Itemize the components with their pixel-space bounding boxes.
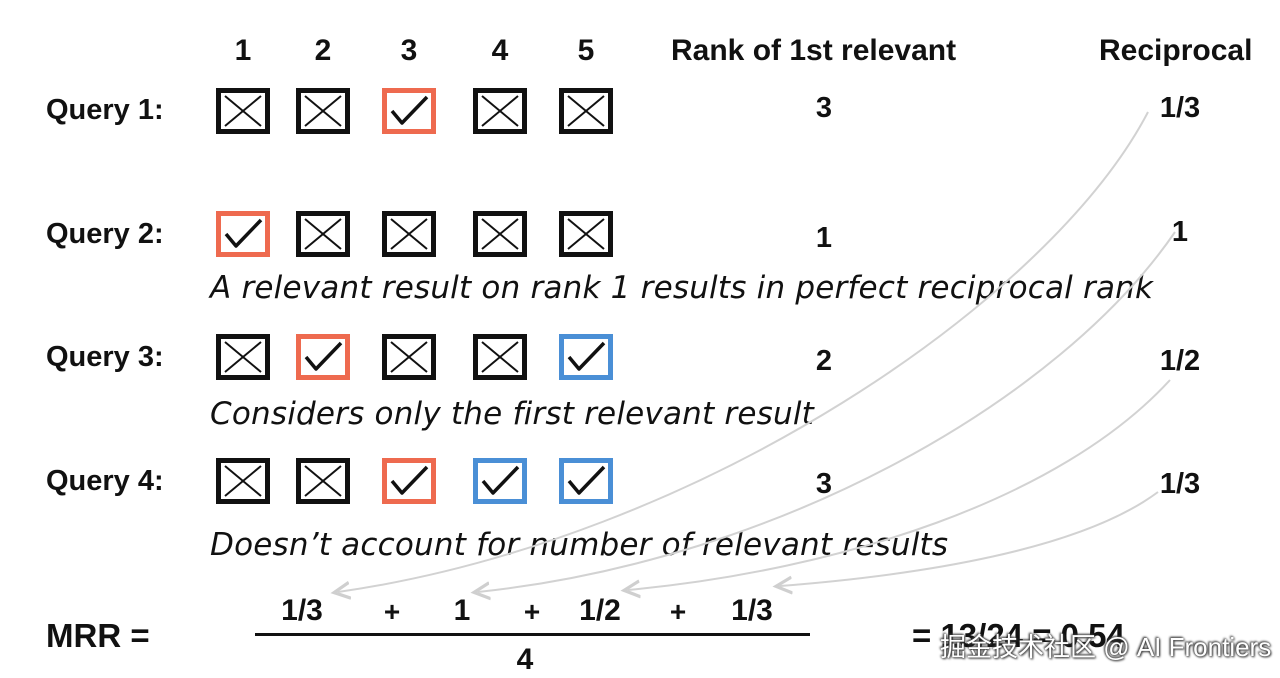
mrr-result: = 13/24 = 0.54 [912,617,1125,654]
term-4: 1/3 [731,594,773,627]
relevant-box-q4-r5 [559,458,613,504]
denominator: 4 [516,643,534,676]
non-relevant-box-q1-r4 [473,88,527,134]
check-icon [567,341,606,371]
relevant-box-q1-r3 [382,88,436,134]
mrr-label: MRR = [46,617,150,654]
column-header-3: 3 [400,34,418,67]
watermark: 掘金技术社区 @ AI Frontiers [940,632,1272,662]
cross-icon [224,341,262,373]
column-header-4: 4 [491,34,509,67]
cross-icon [567,95,605,127]
non-relevant-box-q2-r4 [473,211,527,257]
reciprocal-header: Reciprocal [1099,34,1253,67]
check-icon [304,341,343,371]
cross-icon [304,95,342,127]
non-relevant-box-q1-r5 [559,88,613,134]
non-relevant-box-q3-r3 [382,334,436,380]
cross-icon [224,95,262,127]
relevant-box-q3-r5 [559,334,613,380]
non-relevant-box-q2-r2 [296,211,350,257]
cross-icon [224,465,262,497]
non-relevant-box-q2-r5 [559,211,613,257]
cross-icon [481,341,519,373]
column-header-5: 5 [577,34,595,67]
note-count: Doesn’t account for number of relevant r… [210,527,949,563]
rank-value-4: 3 [815,468,833,500]
column-header-1: 1 [234,34,252,67]
non-relevant-box-q3-r4 [473,334,527,380]
rank-header: Rank of 1st relevant [671,34,957,67]
check-icon [390,95,429,125]
check-icon [481,465,520,495]
rank-value-2: 1 [815,222,833,254]
query-label-4: Query 4: [46,465,164,497]
reciprocal-value-1: 1/3 [1159,92,1201,124]
reciprocal-value-2: 1 [1171,216,1189,248]
term-3: 1/2 [579,594,621,627]
note-perfect-rank: A relevant result on rank 1 results in p… [210,270,1154,306]
non-relevant-box-q4-r2 [296,458,350,504]
note-first-only: Considers only the first relevant result [210,396,814,432]
relevant-box-q3-r2 [296,334,350,380]
query-label-3: Query 3: [46,341,164,373]
cross-icon [304,465,342,497]
cross-icon [481,95,519,127]
check-icon [567,465,606,495]
cross-icon [481,218,519,250]
cross-icon [304,218,342,250]
cross-icon [390,218,428,250]
term-2: 1 [453,594,471,627]
reciprocal-value-4: 1/3 [1159,468,1201,500]
relevant-box-q4-r4 [473,458,527,504]
cross-icon [567,218,605,250]
non-relevant-box-q4-r1 [216,458,270,504]
non-relevant-box-q2-r3 [382,211,436,257]
non-relevant-box-q1-r1 [216,88,270,134]
cross-icon [390,341,428,373]
non-relevant-box-q1-r2 [296,88,350,134]
plus-3: + [669,596,687,627]
plus-2: + [523,596,541,627]
non-relevant-box-q3-r1 [216,334,270,380]
relevant-box-q4-r3 [382,458,436,504]
rank-value-1: 3 [815,92,833,124]
column-header-2: 2 [314,34,332,67]
arrow-query-1 [338,111,1149,592]
rank-value-3: 2 [815,345,833,377]
term-1: 1/3 [281,594,323,627]
relevant-box-q2-r1 [216,211,270,257]
plus-1: + [383,596,401,627]
check-icon [224,218,263,248]
query-label-2: Query 2: [46,218,164,250]
query-label-1: Query 1: [46,94,164,126]
fraction-bar [255,633,810,636]
reciprocal-value-3: 1/2 [1159,345,1201,377]
check-icon [390,465,429,495]
